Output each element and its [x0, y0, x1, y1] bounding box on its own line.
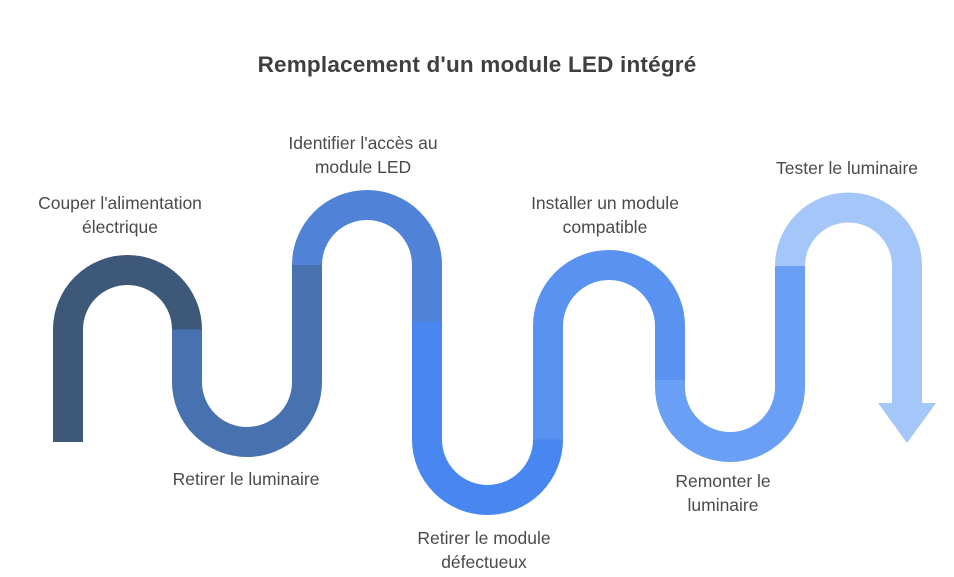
step-label-line: électrique — [82, 217, 158, 237]
path-segment-3 — [292, 190, 442, 322]
step-label-line: luminaire — [687, 495, 759, 515]
step-label-line: module LED — [314, 157, 412, 177]
step-label-line: Remonter le — [675, 471, 771, 491]
step-label-line: compatible — [562, 217, 648, 237]
path-segment-5 — [533, 250, 685, 440]
step-label-4: Retirer le module défectueux — [417, 526, 550, 574]
step-label-1: Couper l'alimentation électrique — [38, 191, 202, 239]
step-label-line: Installer un module — [531, 193, 679, 213]
step-label-line: Identifier l'accès au — [288, 133, 438, 153]
step-label-line: Retirer le module — [417, 528, 551, 548]
step-label-6: Remonter le luminaire — [675, 469, 770, 517]
step-label-7: Tester le luminaire — [776, 156, 918, 180]
path-segment-6 — [655, 266, 805, 462]
path-segment-4 — [412, 322, 563, 515]
diagram-title: Remplacement d'un module LED intégré — [257, 52, 697, 77]
path-segment-7 — [775, 192, 922, 404]
step-label-line: Retirer le luminaire — [172, 469, 320, 489]
path-segment-2 — [172, 265, 322, 457]
step-label-line: Couper l'alimentation — [38, 193, 202, 213]
step-label-3: Identifier l'accès au module LED — [288, 131, 437, 179]
path-segment-1 — [53, 255, 202, 442]
step-label-line: Tester le luminaire — [776, 158, 918, 178]
step-label-2: Retirer le luminaire — [173, 467, 320, 491]
arrow-head-icon — [878, 403, 936, 443]
step-label-5: Installer un module compatible — [531, 191, 679, 239]
step-label-line: défectueux — [441, 552, 527, 572]
